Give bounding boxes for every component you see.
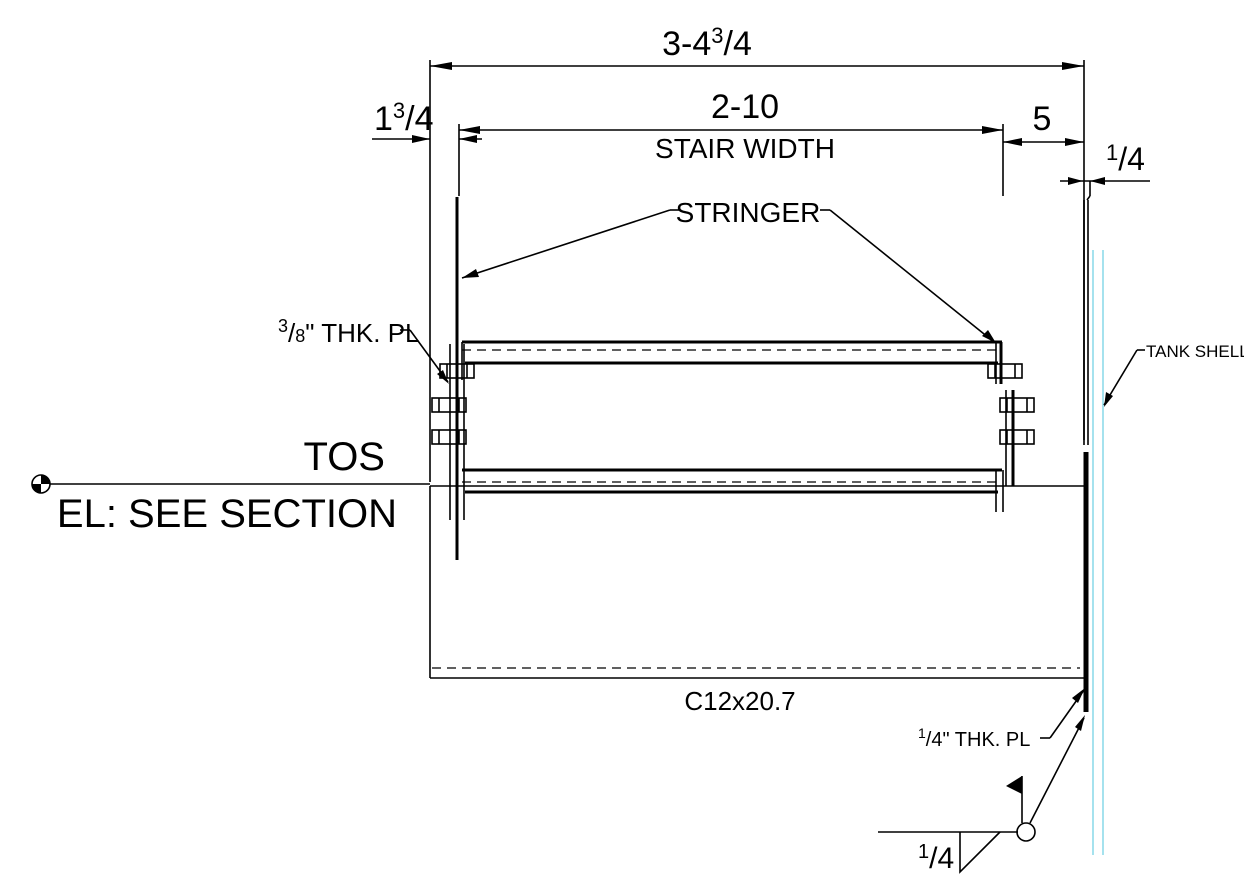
lower-tread <box>462 468 1002 494</box>
shell-gap-dimension: 1/4 <box>1060 140 1150 201</box>
plate-14-callout: 1/4" THK. PL <box>918 688 1085 751</box>
tank-shell-label: TANK SHELL <box>1103 342 1244 407</box>
weld-flag-icon <box>1006 776 1023 823</box>
svg-text:STRINGER: STRINGER <box>676 197 821 228</box>
svg-text:3/8" THK. PL: 3/8" THK. PL <box>278 316 420 348</box>
upper-tread <box>461 340 1002 380</box>
overall-dimension: 3-43/4 <box>429 23 1085 482</box>
overall-dimension-text: 3-43/4 <box>662 23 752 63</box>
bolt-icon <box>431 363 475 445</box>
right-gap-dimension: 5 <box>1003 100 1084 146</box>
bolt-icon <box>987 363 1035 445</box>
elevation-label: EL: SEE SECTION <box>57 492 397 536</box>
weld-size: 1/4 <box>918 841 954 875</box>
weld-symbol: 1/4 <box>878 715 1085 875</box>
stair-width-dimension: 2-10 STAIR WIDTH <box>458 88 1004 196</box>
tank-shell <box>1083 200 1104 855</box>
channel-beam <box>429 485 1084 679</box>
channel-label: C12x20.7 <box>684 686 795 716</box>
stair-width-value: 2-10 <box>711 88 779 126</box>
left-offset-text: 13/4 <box>374 98 434 138</box>
shell-gap-text: 1/4 <box>1106 140 1145 177</box>
svg-text:TANK SHELL: TANK SHELL <box>1146 342 1244 361</box>
left-offset-dimension: 13/4 <box>372 98 482 143</box>
plate-38-callout: 3/8" THK. PL <box>278 316 449 384</box>
right-gap-text: 5 <box>1033 100 1052 138</box>
svg-text:1/4" THK. PL: 1/4" THK. PL <box>918 725 1030 751</box>
stringer-callout: STRINGER <box>461 197 996 343</box>
stair-width-caption: STAIR WIDTH <box>655 133 835 164</box>
elevation-marker: TOS EL: SEE SECTION <box>31 435 430 536</box>
tos-label: TOS <box>303 435 385 479</box>
right-stringer <box>995 342 1015 512</box>
